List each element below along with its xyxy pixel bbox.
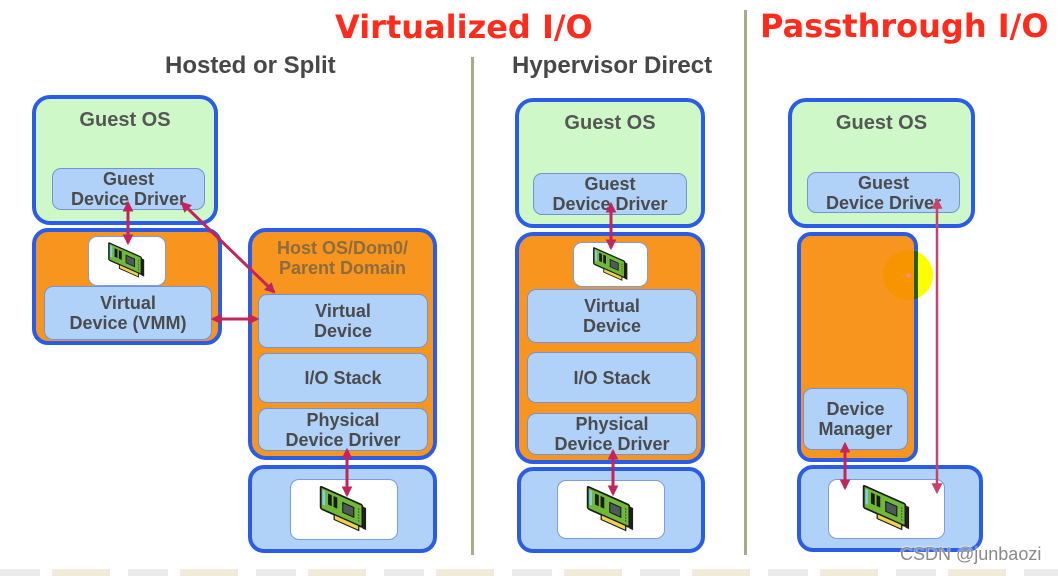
hypervisor-physical-device-driver: Physical Device Driver [527,413,697,455]
host-os-label: Host OS/Dom0/ Parent Domain [276,238,409,278]
guest-os-label: Guest OS [79,109,171,131]
network-card-icon [589,245,633,285]
host-virtual-device: Virtual Device [258,294,428,348]
network-card-icon [583,483,639,537]
guest-device-driver: Guest Device Driver [533,173,687,215]
watermark: CSDN @junbaozi [900,544,1042,564]
hardware-box [517,467,705,553]
guest-os-box: Guest OS Guest Device Driver [32,95,218,225]
host-physical-device-driver: Physical Device Driver [258,408,428,451]
vmm-box: Virtual Device (VMM) [32,228,222,345]
guest-device-driver: Guest Device Driver [807,172,960,213]
virtualized-io-title: Virtualized I/O [335,8,593,46]
virtual-nic-window [573,242,648,287]
section-divider-left [471,57,474,555]
host-io-stack: I/O Stack [258,353,428,403]
hypervisor-box: Virtual Device I/O Stack Physical Device… [515,232,705,464]
physical-nic-window [828,479,945,539]
guest-os-box: Guest OS Guest Device Driver [788,98,975,228]
network-card-icon [859,482,915,536]
virtual-nic-window [88,236,166,286]
vmm-virtual-device: Virtual Device (VMM) [44,286,212,340]
section-divider-right [744,10,747,555]
hardware-box [248,465,437,553]
guest-os-label: Guest OS [835,112,928,134]
device-manager: Device Manager [803,388,908,450]
hypervisor-direct-heading: Hypervisor Direct [512,52,713,79]
guest-device-driver: Guest Device Driver [52,168,205,210]
hardware-box [797,465,983,552]
hosted-or-split-heading: Hosted or Split [165,52,336,79]
hypervisor-io-stack: I/O Stack [527,352,697,403]
physical-nic-window [557,480,665,539]
physical-nic-window [290,479,398,540]
cropped-caption-strip [0,569,1058,576]
passthrough-io-title: Passthrough I/O [760,7,1049,45]
cursor-dot [906,273,911,278]
host-os-box: Host OS/Dom0/ Parent Domain Virtual Devi… [248,228,437,460]
guest-os-box: Guest OS Guest Device Driver [515,98,705,228]
guest-os-label: Guest OS [564,112,656,134]
hypervisor-virtual-device: Virtual Device [527,289,697,343]
network-card-icon [316,483,372,537]
network-card-icon [104,240,150,282]
